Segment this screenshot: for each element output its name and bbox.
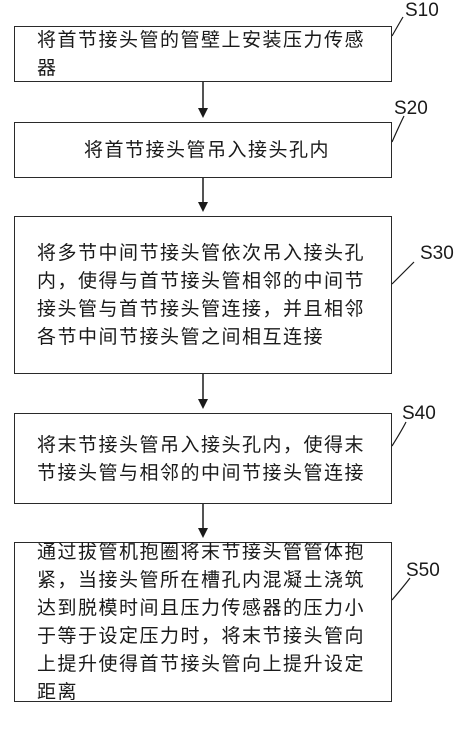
step-text-s40: 将末节接头管吊入接头孔内，使得末节接头管与相邻的中间节接头管连接 [37, 433, 366, 484]
step-text-s30: 将多节中间节接头管依次吊入接头孔内，使得与首节接头管相邻的中间节接头管与首节接头… [37, 242, 366, 348]
step-label-s10: S10 [405, 0, 439, 21]
leader-s40 [391, 421, 407, 447]
step-box-s10: 将首节接头管的管壁上安装压力传感器 [14, 26, 392, 82]
step-text-s10: 将首节接头管的管壁上安装压力传感器 [37, 29, 366, 79]
step-label-s50: S50 [406, 560, 440, 581]
step-text-s50: 通过拔管机抱圈将末节接头管管体抱紧，当接头管所在槽孔内混凝土浇筑达到脱模时间且压… [37, 541, 366, 703]
step-box-s20: 将首节接头管吊入接头孔内 [14, 122, 392, 178]
step-box-s40: 将末节接头管吊入接头孔内，使得末节接头管与相邻的中间节接头管连接 [14, 413, 392, 504]
leader-s30 [391, 261, 415, 285]
leader-s10 [391, 16, 404, 37]
step-label-s40: S40 [402, 403, 436, 424]
step-label-s20: S20 [394, 98, 428, 119]
step-text-s20: 将首节接头管吊入接头孔内 [83, 139, 330, 161]
step-label-s30: S30 [420, 243, 454, 264]
step-box-s30: 将多节中间节接头管依次吊入接头孔内，使得与首节接头管相邻的中间节接头管与首节接头… [14, 216, 392, 374]
step-box-s50: 通过拔管机抱圈将末节接头管管体抱紧，当接头管所在槽孔内混凝土浇筑达到脱模时间且压… [14, 541, 392, 703]
